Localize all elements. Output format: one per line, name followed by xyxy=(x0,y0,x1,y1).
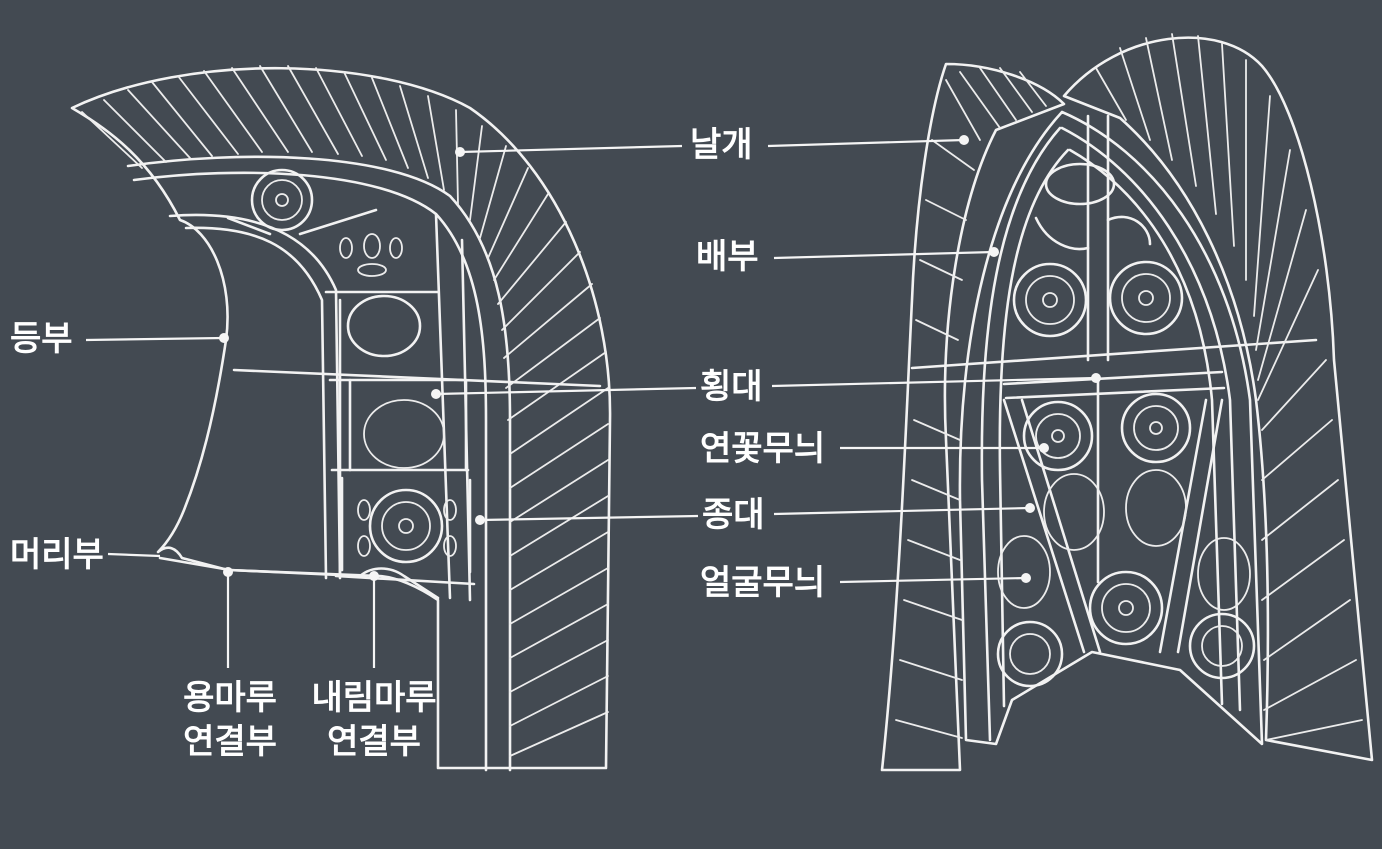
lotus-medallion-right-2 xyxy=(1108,260,1184,336)
lotus-medallion-left-2 xyxy=(368,488,444,564)
lotus-medallion-right-6 xyxy=(996,620,1064,688)
label-longband: 종대 xyxy=(702,495,765,535)
lotus-medallion-right-7 xyxy=(1188,612,1256,680)
label-naerim-joint: 내림마루 연결부 xyxy=(304,676,444,764)
label-yongmaru-line1: 용마루 xyxy=(183,678,277,718)
lotus-medallion-left-1 xyxy=(250,168,314,232)
front-view-drawing xyxy=(880,33,1374,772)
front-wing-ribs-left xyxy=(895,67,1047,739)
label-belly: 배부 xyxy=(696,237,759,277)
lotus-medallion-right-5 xyxy=(1088,570,1164,646)
lotus-medallion-right-1 xyxy=(1012,262,1088,338)
bead-ring-left xyxy=(339,233,457,557)
label-head: 머리부 xyxy=(10,535,104,575)
side-view-drawing xyxy=(70,65,612,772)
label-back: 등부 xyxy=(10,319,73,359)
label-crossband: 횡대 xyxy=(700,367,763,407)
label-yongmaru-line2: 연결부 xyxy=(183,722,277,763)
lotus-medallion-right-4 xyxy=(1120,392,1192,464)
lotus-medallion-right-3 xyxy=(1022,400,1094,472)
face-rings-right xyxy=(997,469,1251,611)
label-face-pattern: 얼굴무늬 xyxy=(700,563,826,603)
wing-ribs xyxy=(81,65,609,757)
front-wing-ribs-right xyxy=(1095,33,1363,741)
leader-lines xyxy=(85,135,1101,668)
label-naerim-line1: 내림마루 xyxy=(311,678,437,718)
label-wing: 날개 xyxy=(690,125,753,165)
label-yongmaru-joint: 용마루 연결부 xyxy=(176,676,284,764)
label-lotus-pattern: 연꽃무늬 xyxy=(700,429,826,469)
label-naerim-line2: 연결부 xyxy=(327,722,421,763)
